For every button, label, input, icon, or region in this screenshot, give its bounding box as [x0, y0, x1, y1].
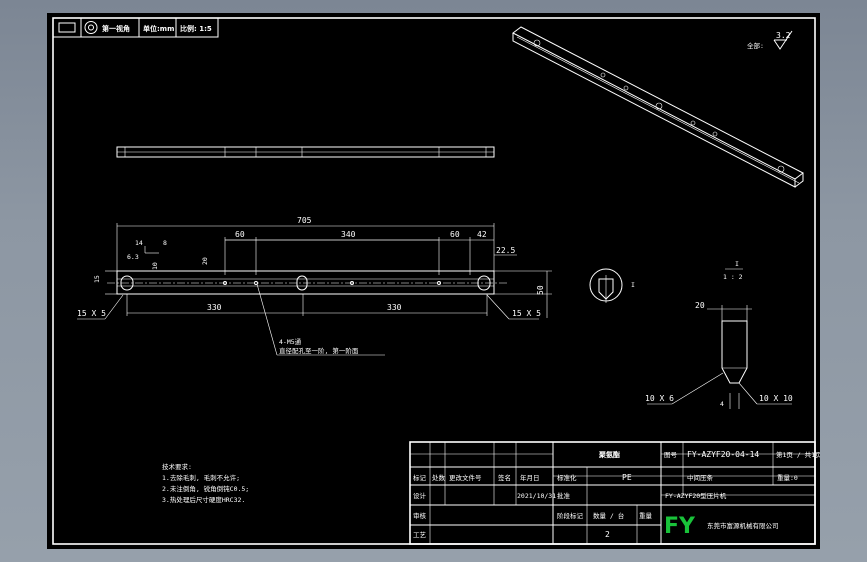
- dim-20: 20: [201, 257, 209, 265]
- tb-sheet: 第1页 / 共1页: [776, 450, 820, 459]
- unit-label: 单位:mm: [143, 24, 174, 33]
- tb-material: 聚氨酯: [598, 450, 620, 459]
- tech-notes: 技术要求: 1.去除毛刺, 毛刺不允许; 2.未注倒角, 锐角倒钝C0.5; 3…: [162, 462, 249, 504]
- projection-circle-icon: [84, 21, 98, 34]
- dim-330-right: 330: [387, 303, 402, 312]
- tb-ymd: 年月日: [520, 473, 540, 482]
- tech-note-1: 1.去除毛刺, 毛刺不允许;: [162, 473, 240, 482]
- tb-sign: 签名: [498, 473, 511, 482]
- dimension-lines: 705 60 340 60 42 22.5 14 8 6.3 10 20 15 …: [77, 216, 552, 356]
- dim-6-3: 6.3: [127, 253, 139, 261]
- dim-330-left: 330: [207, 303, 222, 312]
- drawing-svg: 第一视角 单位:mm 比例: 1:5 全部: 3.2: [52, 17, 820, 545]
- tb-stage: 阶段标记: [557, 511, 584, 520]
- dim-22-5: 22.5: [496, 246, 515, 255]
- tb-dwg-label: 图号: [664, 451, 678, 459]
- tech-note-2: 2.未注倒角, 锐角倒钝C0.5;: [162, 484, 249, 493]
- tb-drawing-no: FY-AZYF20-04-14: [687, 450, 759, 459]
- dim-8: 8: [163, 239, 167, 247]
- top-info-bar: 第一视角 单位:mm 比例: 1:5: [52, 17, 219, 38]
- title-block: 聚氨酯 FY-AZYF20-04-14 第1页 / 共1页 图号 标记 处数 更…: [409, 441, 820, 545]
- tb-company: 东莞市富源机械有限公司: [707, 521, 779, 530]
- tb-change-doc: 更改文件号: [449, 473, 482, 482]
- slot-right: [477, 275, 491, 291]
- drawing-canvas: 第一视角 单位:mm 比例: 1:5 全部: 3.2: [47, 13, 820, 549]
- slot-callout-right: 15 X 5: [512, 309, 541, 318]
- tb-weight-col: 重量: [639, 512, 653, 520]
- tb-count: 处数: [432, 473, 446, 482]
- dim-50: 50: [536, 285, 545, 295]
- tb-quantity: 2: [605, 530, 610, 539]
- tech-notes-title: 技术要求:: [162, 462, 192, 471]
- detail-label: I: [735, 260, 739, 268]
- tb-assembly: FY-AZYF20型压片机: [665, 491, 727, 500]
- slot-center: [296, 275, 308, 291]
- detail-scale: 1 : 2: [723, 273, 743, 281]
- scale-label: 比例: 1:5: [180, 24, 212, 33]
- tb-weight: 重量:0: [777, 474, 798, 482]
- dim-705: 705: [297, 216, 312, 225]
- dim-10: 10: [151, 262, 159, 270]
- roughness-check-icon: [773, 30, 793, 50]
- section-marker-label: I: [631, 281, 635, 289]
- dim-14: 14: [135, 239, 143, 247]
- projection-label: 第一视角: [102, 24, 130, 33]
- tb-mark: 标记: [413, 473, 427, 482]
- company-logo: FY: [664, 514, 696, 539]
- dim-42: 42: [477, 230, 487, 239]
- isometric-view: [512, 26, 804, 188]
- roughness-value: 3.2: [776, 31, 791, 40]
- slot-callout-left: 15 X 5: [77, 309, 106, 318]
- detail-view: I 1 : 2 20 10 X 6 10 X 10 4: [645, 260, 793, 409]
- roughness-symbol: 全部: 3.2: [747, 30, 793, 50]
- dim-15: 15: [93, 275, 101, 283]
- top-view: [116, 146, 495, 158]
- detail-chamfer-right: 10 X 10: [759, 394, 793, 403]
- tb-std: 标准化: [557, 473, 577, 482]
- front-view: [107, 270, 507, 295]
- tb-process: 工艺: [413, 531, 427, 539]
- tb-date: 2021/10/31: [517, 492, 556, 500]
- tb-part-name: 中间压条: [687, 473, 714, 482]
- tb-design: 设计: [413, 491, 427, 500]
- projection-symbol-icon: [58, 22, 76, 33]
- dim-60-left: 60: [235, 230, 245, 239]
- holes-note: 4-M5通: [279, 337, 302, 346]
- detail-chamfer-left: 10 X 6: [645, 394, 674, 403]
- tb-check: 审核: [413, 511, 427, 520]
- dim-60-right: 60: [450, 230, 460, 239]
- roughness-label: 全部:: [747, 41, 764, 50]
- detail-width: 20: [695, 301, 705, 310]
- detail-tip: 4: [720, 400, 724, 408]
- tb-material-value: PE: [622, 473, 632, 482]
- dim-340: 340: [341, 230, 356, 239]
- section-marker: I: [589, 268, 635, 303]
- slot-left: [120, 275, 134, 291]
- holes-note2: 直径配孔至一阶, 第一阶面: [279, 346, 359, 355]
- tech-note-3: 3.热处理后尺寸硬度HRC32.: [162, 495, 245, 504]
- tb-approve: 批准: [557, 491, 571, 500]
- tb-qty-label: 数量 / 台: [593, 511, 624, 520]
